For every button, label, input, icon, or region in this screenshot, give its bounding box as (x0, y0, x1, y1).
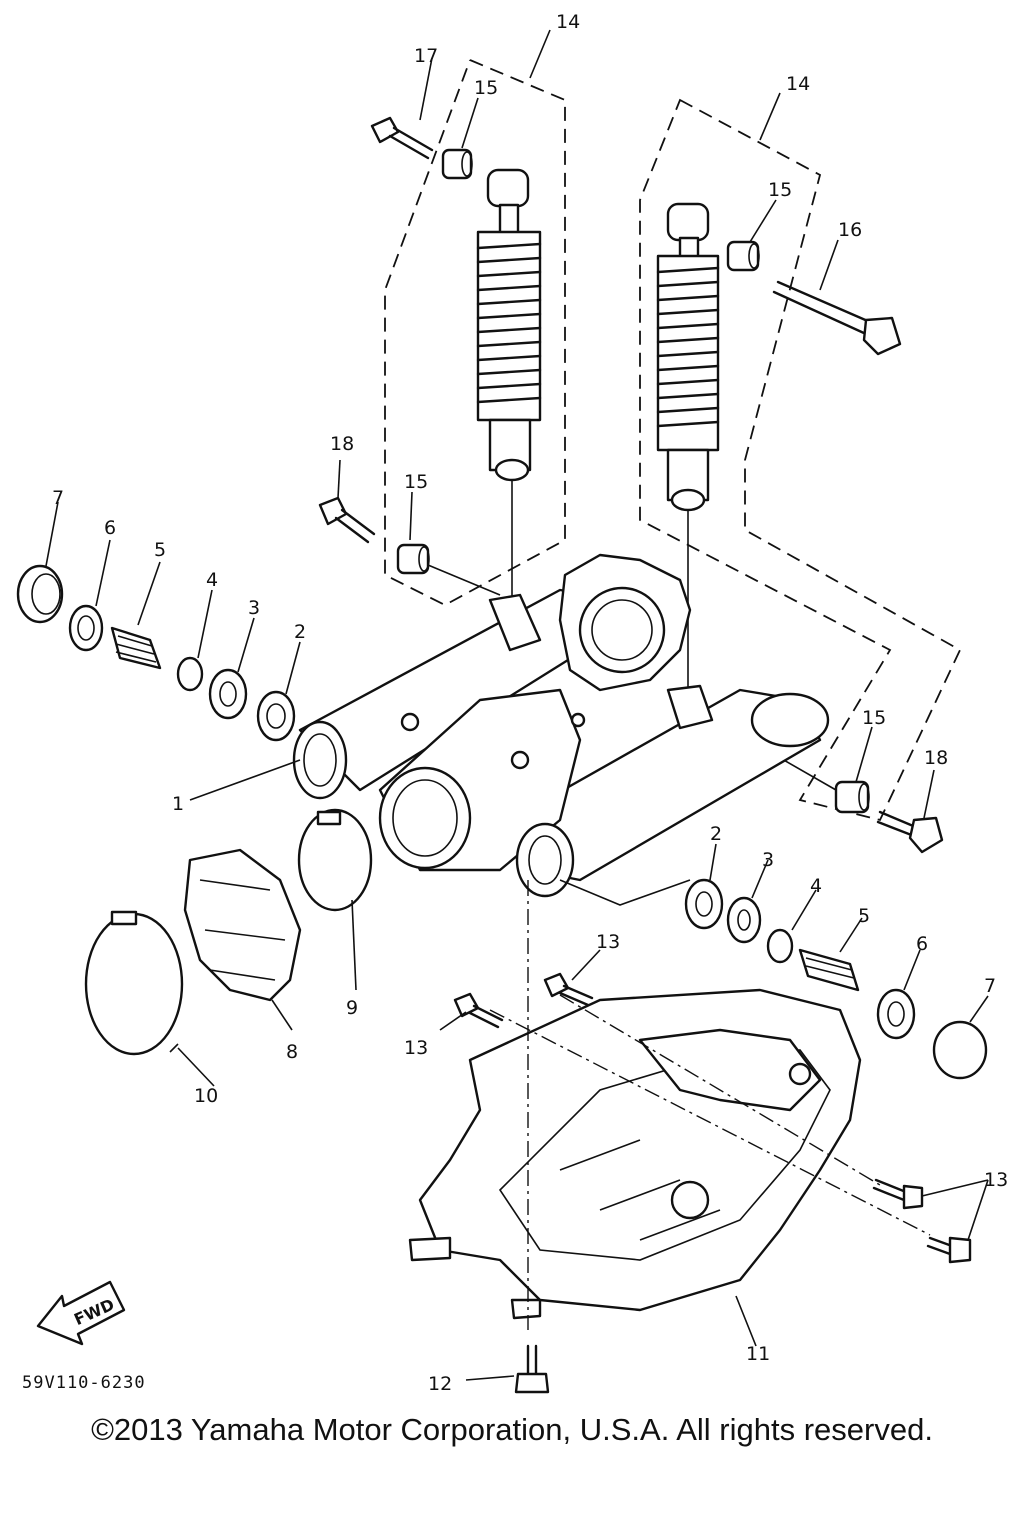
bearing-6-left (68, 604, 104, 652)
cap-7-left (16, 564, 64, 624)
rubber-boot-8 (183, 848, 302, 1002)
callout-8: 8 (286, 1041, 298, 1063)
callout-4-left: 4 (206, 569, 218, 591)
washer-4-left (176, 656, 204, 692)
callout-15-top-right: 15 (768, 179, 792, 201)
callout-5-right: 5 (858, 905, 870, 927)
callout-3-left: 3 (248, 597, 260, 619)
callout-16: 16 (838, 219, 862, 241)
bolt-13-right-lower (926, 1236, 972, 1264)
copyright-notice: ©2013 Yamaha Motor Corporation, U.S.A. A… (91, 1412, 933, 1447)
callout-18-upper: 18 (330, 433, 354, 455)
bolt-13-right-upper (872, 1178, 924, 1210)
callout-13-right: 13 (984, 1169, 1008, 1191)
callout-4-right: 4 (810, 875, 822, 897)
pivot-shaft-5-right (798, 948, 860, 992)
callout-5-left: 5 (154, 539, 166, 561)
callout-15-top-left: 15 (474, 77, 498, 99)
bolt-18-upper (318, 496, 376, 544)
callout-14-left: 14 (556, 11, 580, 33)
callout-6-left: 6 (104, 517, 116, 539)
leader-lines (45, 29, 989, 1381)
bushing-15-top-right (726, 240, 760, 272)
callout-10: 10 (194, 1085, 218, 1107)
callout-13-upper: 13 (596, 931, 620, 953)
bolt-13-upper (543, 972, 594, 1007)
callout-17: 17 (414, 45, 438, 67)
skid-plate-11 (408, 988, 862, 1320)
callout-14-right: 14 (786, 73, 810, 95)
callout-2-left: 2 (294, 621, 306, 643)
bushing-15-top-left (441, 148, 473, 180)
band-9 (297, 808, 373, 912)
callout-7-left: 7 (52, 487, 64, 509)
bushing-15-lower-left (396, 543, 430, 575)
callout-labels: 1 2 2 3 3 4 4 5 5 6 6 7 7 8 9 10 11 12 1… (52, 11, 1008, 1395)
band-10 (84, 910, 184, 1056)
callout-12: 12 (428, 1373, 452, 1395)
oil-seal-3-right (726, 896, 762, 944)
shock-absorber-left (476, 168, 542, 482)
bearing-2-right (684, 878, 724, 930)
shock-absorber-right (656, 202, 720, 512)
bolt-13-upper-left (453, 992, 504, 1029)
bolt-12 (514, 1344, 550, 1394)
washer-4-right (766, 928, 794, 964)
callout-2-right: 2 (710, 823, 722, 845)
bushing-15-lower-right (834, 780, 870, 814)
callout-7-right: 7 (984, 975, 996, 997)
swingarm (292, 553, 830, 898)
callout-15-lower-left: 15 (404, 471, 428, 493)
diagram-part-code: 59V110-6230 (22, 1373, 146, 1393)
oil-seal-3-left (208, 668, 248, 720)
shock-group-boundary-right (639, 98, 962, 822)
forward-direction-arrow: FWD (36, 1280, 126, 1346)
callout-3-right: 3 (762, 849, 774, 871)
callout-1: 1 (172, 793, 184, 815)
bearing-6-right (876, 988, 916, 1040)
callout-11: 11 (746, 1343, 770, 1365)
bolt-16 (772, 280, 902, 356)
cap-7-right (932, 1020, 988, 1080)
callout-9: 9 (346, 997, 358, 1019)
bolt-18-lower (876, 810, 944, 854)
callout-13-left: 13 (404, 1037, 428, 1059)
callout-6-right: 6 (916, 933, 928, 955)
bearing-2-left (256, 690, 296, 742)
callout-15-lower-right: 15 (862, 707, 886, 729)
callout-18-lower: 18 (924, 747, 948, 769)
pivot-shaft-5-left (110, 626, 162, 670)
bolt-17 (370, 116, 434, 160)
